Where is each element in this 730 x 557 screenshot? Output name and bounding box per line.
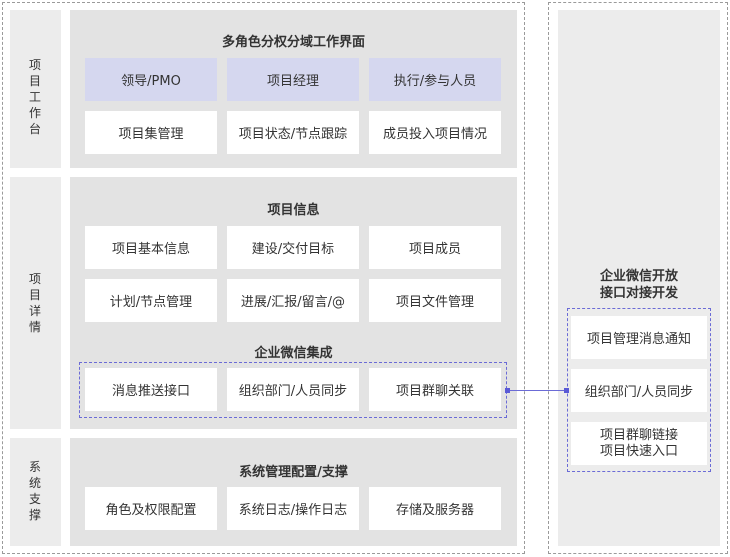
info-box-progress: 进展/汇报/留言/@ [227,279,359,322]
connector-dot-right [564,388,569,393]
wecom-box-sync: 组织部门/人员同步 [227,368,359,411]
info-box-files: 项目文件管理 [369,279,501,322]
workbench-label-text: 项目工作台 [29,58,42,136]
project-info-title: 项目信息 [267,203,320,218]
details-label: 项目详情 [23,271,47,335]
details-label-text: 项目详情 [29,272,42,334]
api-box-group: 项目群聊链接 项目快速入口 [571,422,707,465]
role-box-pm: 项目经理 [227,58,359,101]
view-box-status: 项目状态/节点跟踪 [227,111,359,154]
api-box-group-line1: 项目群聊链接 [599,427,678,443]
open-api-title-2: 接口对接开发 [599,286,678,301]
role-box-member: 执行/参与人员 [369,58,501,101]
details-label-panel [10,177,61,429]
api-box-notify: 项目管理消息通知 [571,316,707,359]
main-frame [2,2,525,554]
api-box-group-line2: 项目快速入口 [599,443,678,459]
system-box-roles: 角色及权限配置 [85,487,217,530]
support-label-panel [10,438,61,546]
api-box-sync: 组织部门/人员同步 [571,369,707,412]
info-box-basic: 项目基本信息 [85,226,217,269]
connector-line [510,390,567,391]
workbench-label-panel [10,10,61,168]
wecom-box-push: 消息推送接口 [85,368,217,411]
support-label: 系统支撑 [23,459,47,523]
connector-dot-left [505,388,510,393]
support-label-text: 系统支撑 [29,460,42,522]
workbench-title: 多角色分权分域工作界面 [221,35,365,50]
view-box-members: 成员投入项目情况 [369,111,501,154]
workbench-label: 项目工作台 [23,57,47,137]
open-api-title-1: 企业微信开放 [599,269,678,284]
role-box-leader: 领导/PMO [85,58,217,101]
info-box-goals: 建设/交付目标 [227,226,359,269]
info-box-members: 项目成员 [369,226,501,269]
system-title: 系统管理配置/支撑 [239,465,348,480]
view-box-program: 项目集管理 [85,111,217,154]
info-box-plan: 计划/节点管理 [85,279,217,322]
system-box-logs: 系统日志/操作日志 [227,487,359,530]
wecom-title: 企业微信集成 [254,346,333,361]
wecom-box-group: 项目群聊关联 [369,368,501,411]
open-api-frame [548,2,728,554]
system-box-storage: 存储及服务器 [369,487,501,530]
